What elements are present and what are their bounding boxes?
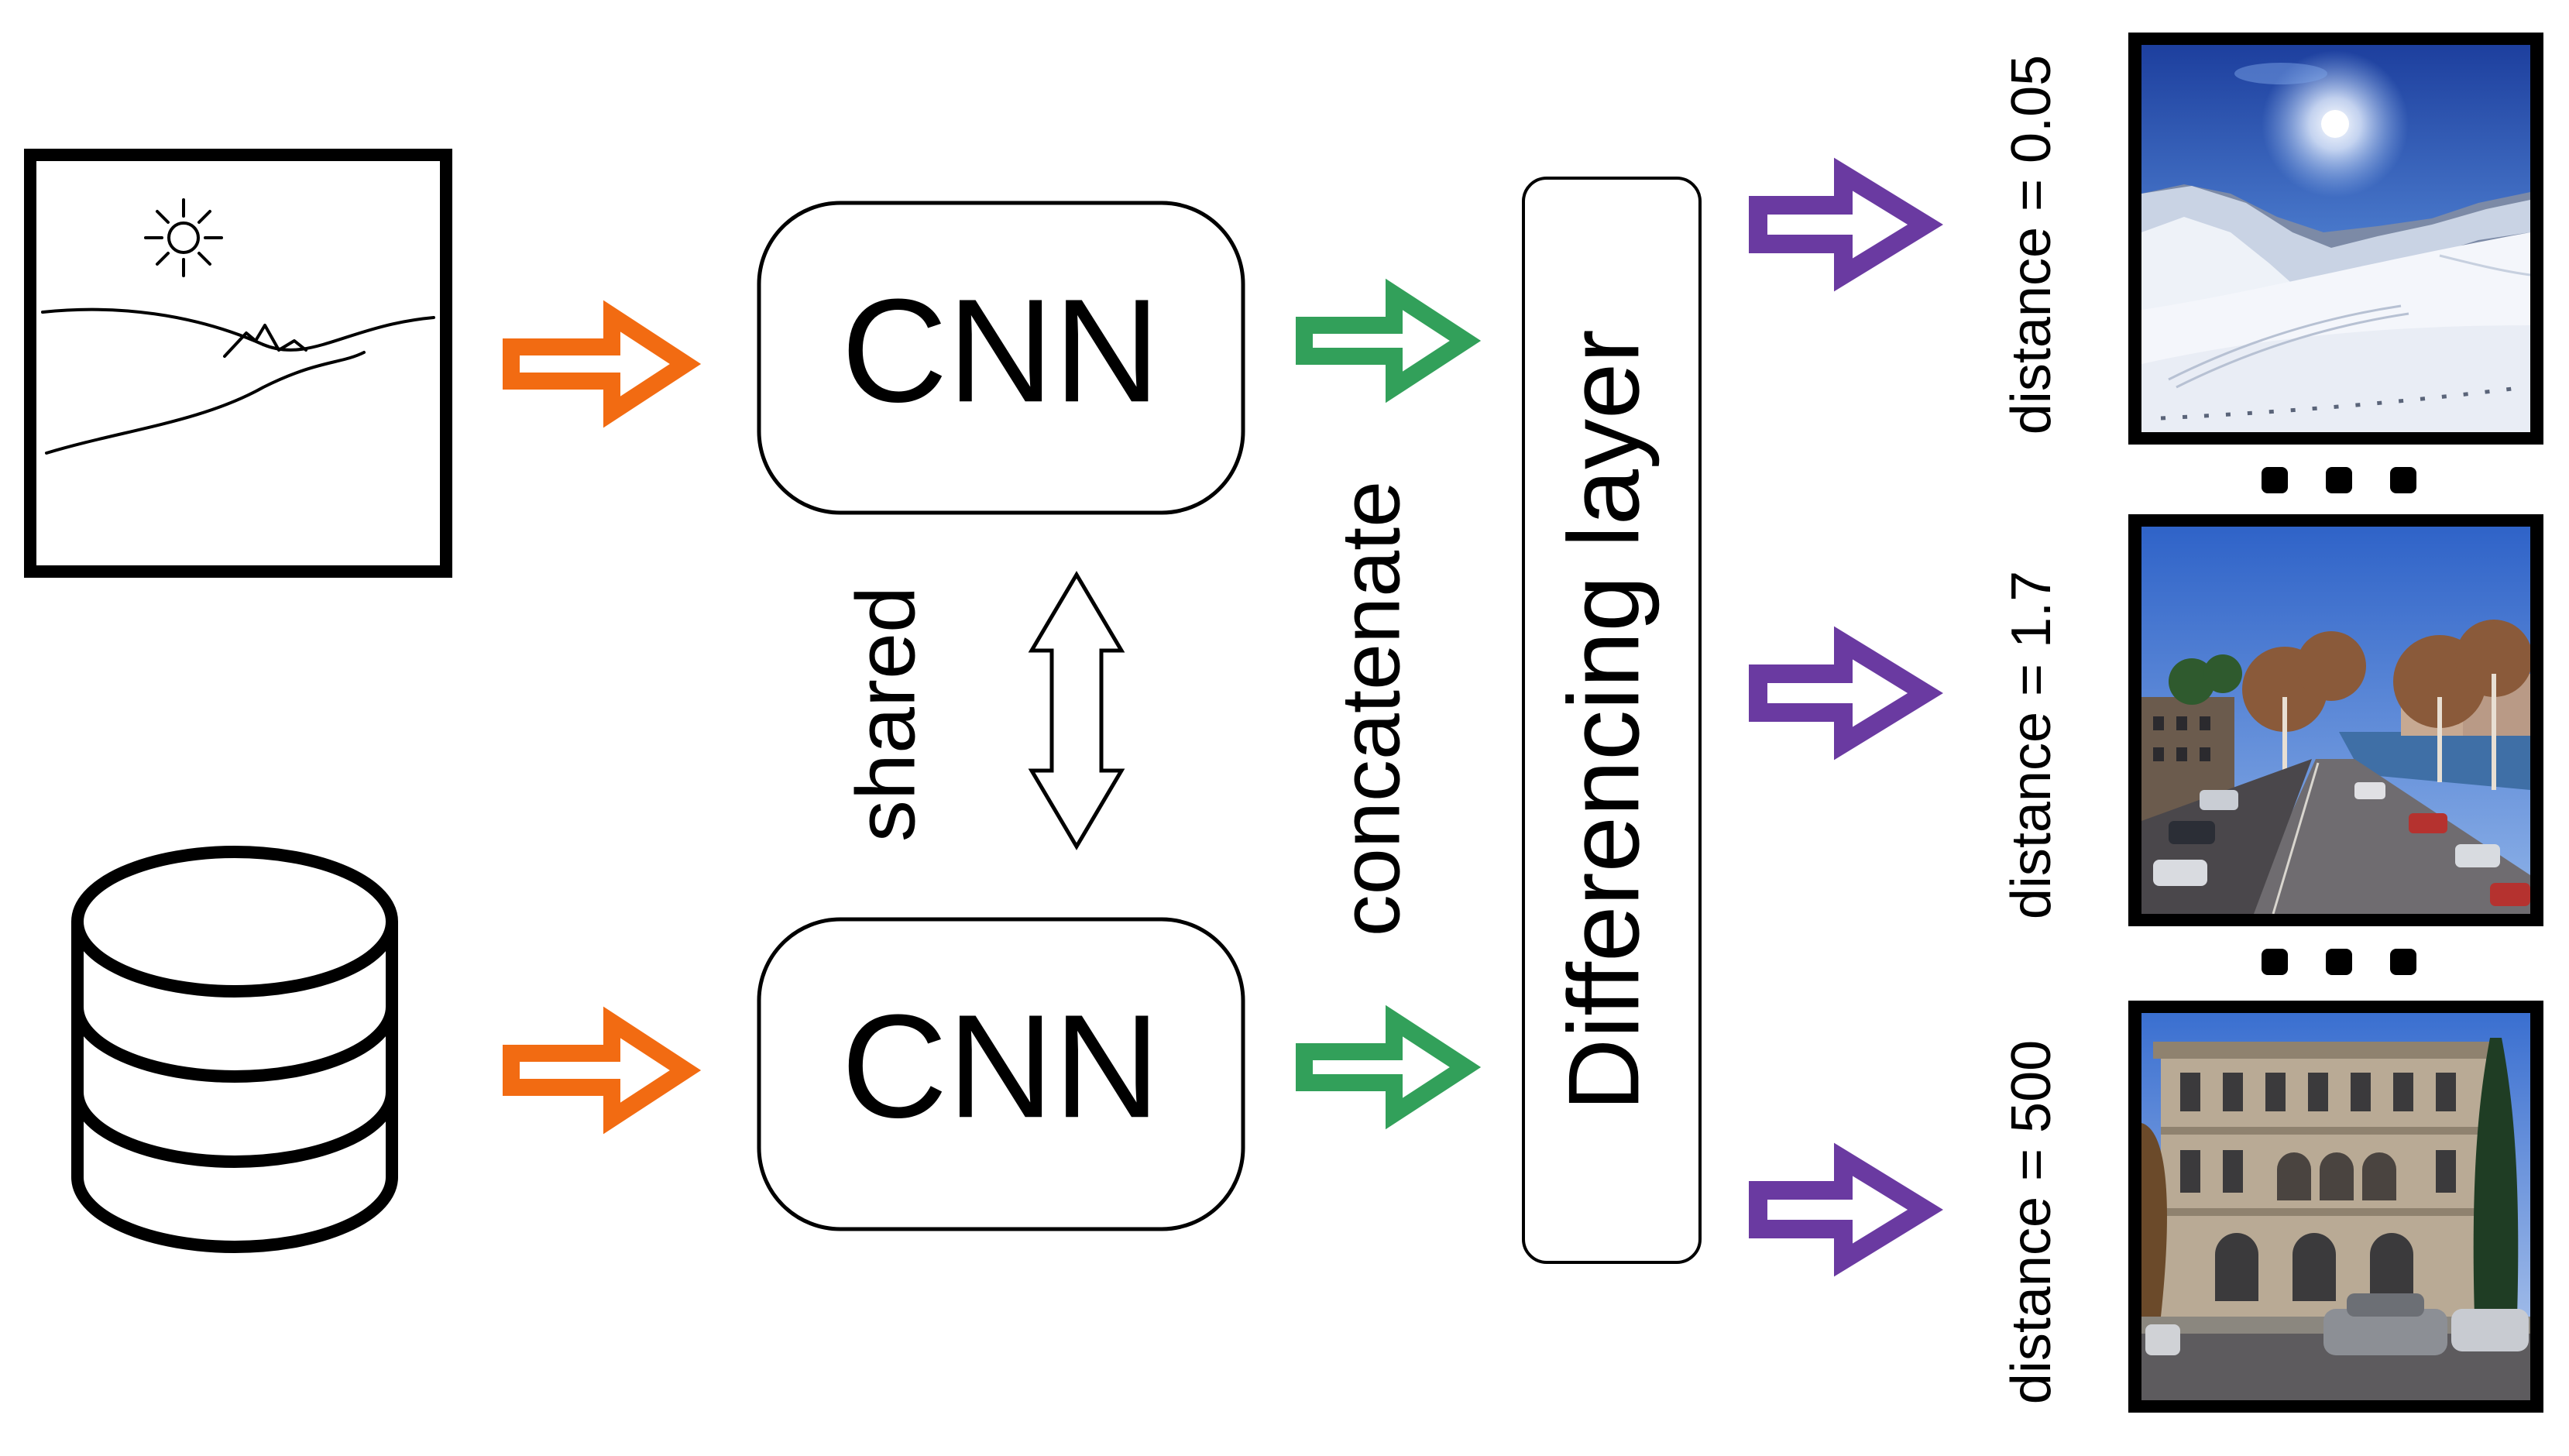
ellipsis-dots-2 xyxy=(2262,949,2416,975)
orange-arrow-bottom-icon xyxy=(503,1006,702,1135)
sketch-input xyxy=(24,149,452,578)
cnn-top-label: CNN xyxy=(841,269,1160,433)
cnn-bottom-label: CNN xyxy=(841,984,1160,1149)
result-photo-1 xyxy=(2128,33,2543,445)
differencing-layer-label: Differencing layer xyxy=(1547,329,1660,1111)
cnn-top-box: CNN xyxy=(757,201,1245,515)
ellipsis-dots-1 xyxy=(2262,467,2416,493)
green-arrow-bottom-icon xyxy=(1296,1004,1482,1130)
purple-arrow-3-icon xyxy=(1749,1142,1943,1277)
result-photo-2 xyxy=(2128,514,2543,926)
sketch-frame xyxy=(24,149,452,578)
landscape-sketch-icon xyxy=(41,198,435,455)
shared-label: shared xyxy=(839,586,932,842)
purple-arrow-2-icon xyxy=(1749,626,1943,761)
cnn-bottom-box: CNN xyxy=(757,917,1245,1231)
orange-arrow-top-icon xyxy=(503,300,702,428)
database-icon xyxy=(71,846,398,1253)
double-arrow-icon xyxy=(1028,571,1125,850)
concatenate-label: concatenate xyxy=(1324,481,1417,936)
purple-arrow-1-icon xyxy=(1749,157,1943,292)
result-photo-3 xyxy=(2128,1001,2543,1413)
distance-label-1: distance = 0.05 xyxy=(2001,55,2062,434)
green-arrow-top-icon xyxy=(1296,278,1482,403)
distance-label-3: distance = 500 xyxy=(2001,1040,2062,1404)
differencing-layer-box: Differencing layer xyxy=(1522,177,1702,1264)
distance-label-2: distance = 1.7 xyxy=(2001,571,2062,919)
